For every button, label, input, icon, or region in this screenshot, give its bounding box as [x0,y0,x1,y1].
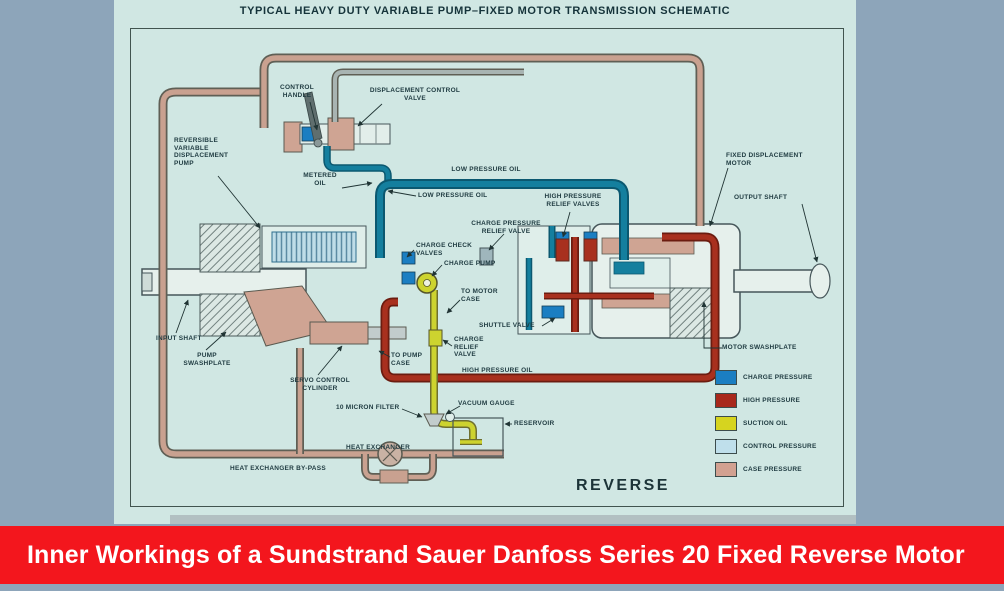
caption-text: Inner Workings of a Sundstrand Sauer Dan… [27,541,965,569]
output-shaft-shape [733,269,815,293]
legend-item-suction-oil: SUCTION OIL [715,416,817,431]
schematic-border [130,28,844,507]
charge-check-valve-2 [401,271,416,285]
servo-control-cylinder-shape [309,321,369,345]
mode-label-reverse: REVERSE [576,477,670,494]
legend-chip-suction-oil [715,416,737,431]
high-pressure-relief-valve-1 [555,238,570,262]
label-motor-swashplate: MOTOR SWASHPLATE [722,344,797,351]
legend-chip-control-pressure [715,439,737,454]
charge-check-valve-1 [401,251,416,265]
label-low-pressure-oil-top: LOW PRESSURE OIL [451,166,521,173]
charge-relief-valve-shape [428,329,443,347]
label-to-motor-case: TO MOTOR CASE [461,288,498,303]
label-charge-pump: CHARGE PUMP [444,260,496,267]
legend-item-high-pressure: HIGH PRESSURE [715,393,817,408]
legend-chip-high-pressure [715,393,737,408]
label-reversible-pump: REVERSIBLE VARIABLE DISPLACEMENT PUMP [174,137,229,167]
label-input-shaft: INPUT SHAFT [156,335,202,342]
schematic-drawing [141,53,831,484]
label-metered-oil: METERED OIL [303,172,337,187]
high-pressure-relief-valve-2 [583,238,598,262]
caption-banner: Inner Workings of a Sundstrand Sauer Dan… [0,526,1004,584]
motor-swashplate-hatch [669,287,715,339]
legend-label-high-pressure: HIGH PRESSURE [743,397,801,404]
legend-chip-case-pressure [715,462,737,477]
label-servo-control-cylinder: SERVO CONTROL CYLINDER [290,377,350,392]
label-10-micron-filter: 10 MICRON FILTER [336,404,400,411]
label-control-handle: CONTROL HANDLE [280,84,314,99]
schematic-panel: TYPICAL HEAVY DUTY VARIABLE PUMP–FIXED M… [114,0,856,524]
schematic-title: TYPICAL HEAVY DUTY VARIABLE PUMP–FIXED M… [239,5,731,17]
bypass-valve [379,469,409,484]
label-shuttle-valve: SHUTTLE VALVE [479,322,535,329]
label-reservoir: RESERVOIR [514,420,555,427]
label-pump-swashplate: PUMP SWASHPLATE [183,352,231,367]
variable-displacement-pump-cutaway [141,223,407,347]
legend-item-control-pressure: CONTROL PRESSURE [715,439,817,454]
label-charge-relief-valve: CHARGE RELIEF VALVE [454,336,484,358]
label-high-pressure-relief-valves: HIGH PRESSURE RELIEF VALVES [544,193,602,208]
legend-label-case-pressure: CASE PRESSURE [743,466,802,473]
label-charge-check-valves: CHARGE CHECK VALVES [416,242,473,257]
label-displacement-control-valve: DISPLACEMENT CONTROL VALVE [369,87,461,102]
label-heat-exchanger: HEAT EXCHANGER [346,444,411,451]
control-pressure-pipe [331,68,524,122]
label-heat-exchanger-bypass: HEAT EXCHANGER BY-PASS [230,465,326,472]
legend-chip-charge-pressure [715,370,737,385]
leader-lines [175,101,819,427]
legend-label-control-pressure: CONTROL PRESSURE [743,443,817,450]
label-fixed-displacement-motor: FIXED DISPLACEMENT MOTOR [726,152,803,167]
label-high-pressure-oil: HIGH PRESSURE OIL [462,367,533,374]
label-to-pump-case: TO PUMP CASE [391,352,423,367]
pump-housing-hatch-top [199,223,261,273]
label-vacuum-gauge: VACUUM GAUGE [458,400,515,407]
legend-label-charge-pressure: CHARGE PRESSURE [743,374,813,381]
case-pressure-pipes [158,53,705,484]
high-pressure-oil-pipes [380,232,720,383]
legend-item-case-pressure: CASE PRESSURE [715,462,817,477]
charge-pressure-relief-valve-shape [479,247,494,266]
legend-item-charge-pressure: CHARGE PRESSURE [715,370,817,385]
cooling-circuit-components [377,412,504,467]
label-output-shaft: OUTPUT SHAFT [734,194,788,201]
legend-label-suction-oil: SUCTION OIL [743,420,788,427]
shuttle-valve-shape [541,305,565,319]
legend: CHARGE PRESSURE HIGH PRESSURE SUCTION OI… [715,370,817,486]
label-charge-pressure-relief-valve: CHARGE PRESSURE RELIEF VALVE [471,220,541,235]
low-pressure-oil-pipes [323,146,629,330]
filter-shape [423,413,445,427]
scan-edge-shadow [170,515,856,524]
label-low-pressure-oil-side: LOW PRESSURE OIL [418,192,488,199]
reservoir-shape [452,417,504,457]
